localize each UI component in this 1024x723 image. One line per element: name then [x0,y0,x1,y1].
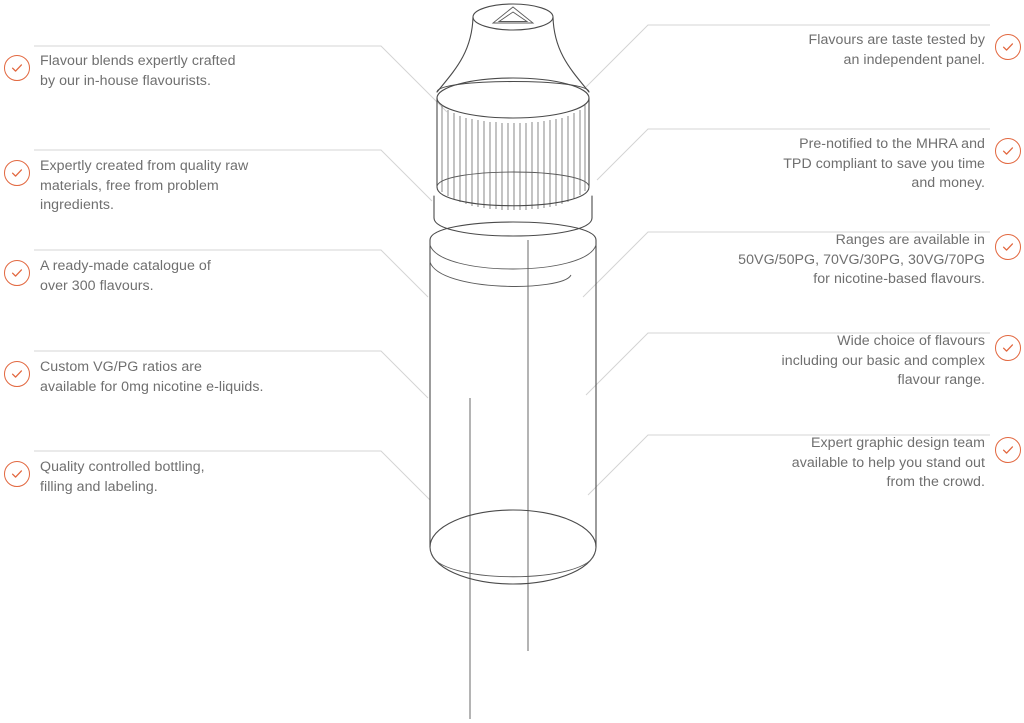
callout-right-1-text: Flavours are taste tested by an independ… [808,32,985,68]
check-circle-icon [995,34,1021,60]
callout-right-3[interactable]: Ranges are available in 50VG/50PG, 70VG/… [738,229,1021,290]
cap-bottom-front [436,186,590,207]
callout-right-2[interactable]: Pre-notified to the MHRA and TPD complia… [783,133,1021,194]
callout-right-4[interactable]: Wide choice of flavours including our ba… [782,330,1021,391]
callout-left-1[interactable]: Flavour blends expertly crafted by our i… [4,50,236,91]
callout-right-5-text: Expert graphic design team available to … [791,435,985,490]
check-circle-icon [995,437,1021,463]
check-circle-icon [4,55,30,81]
cap-dome-right [552,16,590,93]
check-circle-icon [995,335,1021,361]
callout-left-4-text: Custom VG/PG ratios are available for 0m… [40,359,264,395]
callout-right-3-text: Ranges are available in 50VG/50PG, 70VG/… [738,232,985,287]
check-circle-icon [4,461,30,487]
check-circle-icon [995,138,1021,164]
check-circle-icon [995,234,1021,260]
callout-left-5-text: Quality controlled bottling, filling and… [40,459,205,495]
callout-right-4-text: Wide choice of flavours including our ba… [781,333,985,388]
callout-right-1[interactable]: Flavours are taste tested by an independ… [809,29,1021,70]
callout-left-1-text: Flavour blends expertly crafted by our i… [40,53,236,89]
cap-ribs [436,98,586,210]
check-circle-icon [4,160,30,186]
callout-left-3-text: A ready-made catalogue of over 300 flavo… [40,258,211,294]
body-base-ellipse-inner [430,551,596,578]
cap-dome-base-back [436,80,590,93]
callout-left-2[interactable]: Expertly created from quality raw materi… [4,155,248,216]
body-band-arc-2 [429,261,572,287]
cap-ribbed-top-ellipse [436,77,590,119]
cap-triangle-marking [491,6,535,24]
callout-right-5[interactable]: Expert graphic design team available to … [792,432,1021,493]
check-circle-icon [4,361,30,387]
cap-dome-left [436,16,474,93]
callout-left-3[interactable]: A ready-made catalogue of over 300 flavo… [4,255,211,296]
collar-bottom-front [433,217,593,237]
cap-top-ellipse [472,3,554,31]
callout-right-2-text: Pre-notified to the MHRA and TPD complia… [783,136,985,191]
callout-left-2-text: Expertly created from quality raw materi… [40,158,249,213]
check-circle-icon [4,260,30,286]
body-base-ellipse-outer [429,509,597,585]
cap-bottom-back [436,171,590,188]
callout-left-4[interactable]: Custom VG/PG ratios are available for 0m… [4,356,263,397]
body-band-arc-1 [429,244,597,270]
bottle-illustration [429,3,597,719]
body-shoulder-back [429,221,597,241]
callout-left-5[interactable]: Quality controlled bottling, filling and… [4,456,205,497]
